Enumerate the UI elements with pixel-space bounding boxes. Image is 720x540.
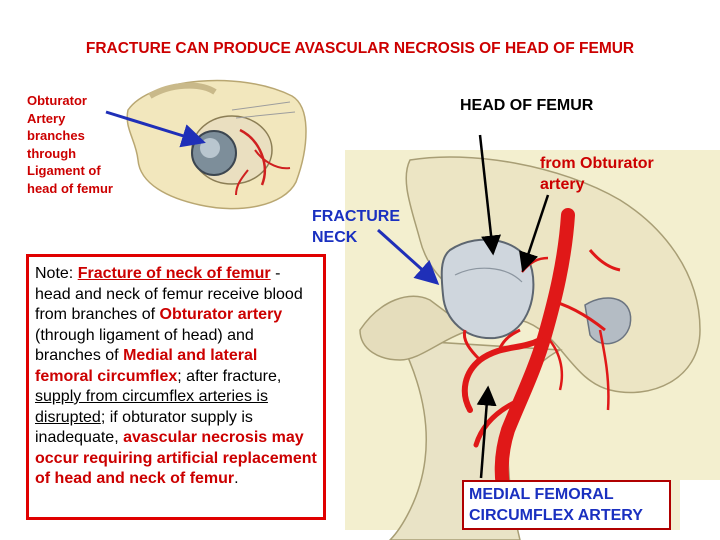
label-line: NECK — [312, 229, 358, 246]
hip-joint-illustration — [345, 150, 720, 540]
note-text: ; after fracture, — [177, 367, 282, 385]
note-highlight: avascular necrosis may occur requiring a… — [35, 429, 317, 487]
label-line: MEDIAL FEMORAL — [469, 486, 614, 503]
label-line: Ligament of — [27, 163, 101, 179]
from-obturator-arrow — [519, 194, 550, 273]
label-line: from Obturator — [540, 155, 654, 172]
obturator-branches-label: Obturator Artery branches through Ligame… — [27, 92, 127, 198]
label-line: CIRCUMFLEX ARTERY — [469, 507, 643, 524]
note-highlight: Obturator artery — [159, 306, 283, 323]
note-text: - head and neck of femur receive blood f… — [35, 265, 303, 323]
note-highlight: Fracture of neck of femur — [77, 265, 271, 282]
note-box: Note: Fracture of neck of femur - head a… — [26, 254, 326, 520]
note-underlined: supply from circumflex arteries is disru… — [35, 388, 268, 426]
label-line: artery — [540, 176, 585, 193]
obturator-arrow — [105, 110, 206, 148]
note-text: ; if obturator supply is inadequate, — [35, 408, 253, 447]
note-text: . — [234, 470, 239, 487]
medial-femoral-circumflex-label: MEDIAL FEMORAL CIRCUMFLEX ARTERY — [462, 480, 671, 530]
note-highlight: Medial and lateral femoral circumflex — [35, 347, 258, 385]
note-text: Note: — [35, 265, 78, 282]
label-line: Artery — [27, 110, 66, 126]
label-line: FRACTURE — [312, 208, 400, 225]
from-obturator-label: from Obturator artery — [540, 153, 654, 195]
label-line: Obturator — [27, 93, 87, 108]
head-of-femur-arrow — [478, 134, 502, 256]
acetabulum-illustration — [126, 79, 307, 210]
fracture-neck-arrow — [376, 228, 440, 286]
page-title: FRACTURE CAN PRODUCE AVASCULAR NECROSIS … — [85, 40, 635, 57]
head-of-femur-label: HEAD OF FEMUR — [460, 97, 594, 114]
label-line: head of femur — [27, 180, 113, 196]
note-text: (through ligament of head) and branches … — [35, 326, 254, 365]
fracture-neck-label: FRACTURE NECK — [312, 206, 400, 248]
medial-femoral-arrow — [476, 385, 497, 479]
label-line: branches — [27, 128, 85, 144]
label-line: through — [27, 145, 77, 161]
